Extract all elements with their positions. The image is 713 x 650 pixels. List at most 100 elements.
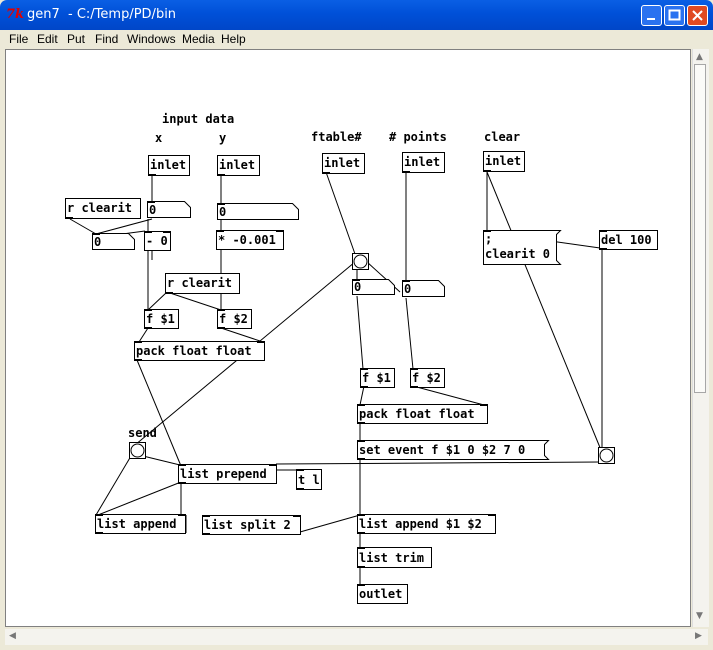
minimize-button[interactable] (641, 5, 662, 26)
cord (95, 455, 132, 516)
trigger-object[interactable]: t l (296, 469, 322, 490)
cord (166, 291, 222, 311)
object-label: r clearit (167, 276, 232, 290)
number-value: 0 (354, 280, 361, 294)
number-box-left[interactable]: 0 (92, 233, 135, 250)
inlet-clear-object[interactable]: inlet (483, 151, 525, 173)
object-label: f $2 (219, 312, 248, 326)
horizontal-scrollbar[interactable]: ◀ ▶ (5, 629, 708, 645)
close-icon (692, 10, 703, 21)
f1-object-2[interactable]: f $1 (360, 368, 395, 388)
object-label: pack float float (136, 344, 252, 358)
object-label: inlet (219, 158, 255, 172)
number-box-ftable[interactable]: 0 (352, 279, 395, 295)
menu-media[interactable]: Media (182, 32, 215, 46)
cord (95, 218, 153, 235)
number-value: 0 (404, 282, 411, 296)
number-box-y[interactable]: 0 (217, 203, 299, 220)
comment-y: y (219, 131, 226, 145)
cord (325, 171, 356, 255)
object-label: outlet (359, 587, 402, 601)
object-label: f $1 (146, 312, 175, 326)
comment-send: send (128, 426, 157, 440)
pack-object-2[interactable]: pack float float (357, 404, 488, 424)
number-value: 0 (219, 205, 226, 219)
scroll-left-icon[interactable]: ◀ (9, 631, 16, 641)
del-object[interactable]: del 100 (599, 230, 658, 250)
comment-clear: clear (484, 130, 520, 144)
f1-object[interactable]: f $1 (144, 309, 179, 329)
scroll-up-icon[interactable]: ▲ (696, 52, 703, 62)
cord (486, 171, 602, 451)
menu-windows[interactable]: Windows (127, 32, 176, 46)
object-label: - 0 (146, 234, 168, 248)
list-prepend-object[interactable]: list prepend (178, 464, 277, 484)
cord (220, 327, 264, 343)
menu-put[interactable]: Put (67, 32, 86, 46)
inlet-y-object[interactable]: inlet (217, 155, 260, 177)
list-split-object[interactable]: list split 2 (202, 515, 301, 535)
inlet-ftable-object[interactable]: inlet (322, 153, 365, 175)
object-label: r clearit (67, 201, 132, 215)
comment-input-data: input data (162, 112, 234, 126)
comment-x: x (155, 131, 162, 145)
minus-object[interactable]: - 0 (144, 231, 171, 251)
menu-help[interactable]: Help (221, 32, 246, 46)
list-trim-object[interactable]: list trim (357, 547, 432, 568)
r-clearit-object[interactable]: r clearit (65, 198, 141, 220)
r-clearit-object-2[interactable]: r clearit (165, 273, 240, 295)
cord (275, 461, 601, 465)
object-label: f $2 (412, 371, 441, 385)
bang-del[interactable] (598, 447, 615, 464)
minimize-icon (647, 18, 655, 20)
message-line: ; (485, 232, 492, 246)
cord (405, 297, 414, 370)
inlet-points-object[interactable]: inlet (402, 152, 445, 174)
cord (356, 295, 364, 370)
outlet-object[interactable]: outlet (357, 584, 408, 604)
object-label: list split 2 (204, 518, 291, 532)
number-box-points[interactable]: 0 (402, 280, 445, 297)
clear-message-box[interactable]: ; clearit 0 (483, 230, 562, 265)
window-title: gen7 - C:/Temp/PD/bin (27, 7, 177, 22)
inlet-x-object[interactable]: inlet (148, 155, 190, 177)
list-append-object[interactable]: list append (95, 514, 186, 534)
cord (69, 218, 97, 235)
bang-send[interactable] (129, 442, 146, 459)
menu-find[interactable]: Find (95, 32, 119, 46)
message-line: clearit 0 (485, 247, 550, 261)
close-button[interactable] (687, 5, 708, 26)
scroll-right-icon[interactable]: ▶ (695, 631, 702, 641)
number-value: 0 (94, 235, 101, 249)
set-event-message-box[interactable]: set event f $1 0 $2 7 0 (357, 440, 550, 460)
object-label: f $1 (362, 371, 391, 385)
object-label: t l (298, 473, 320, 487)
f2-object-2[interactable]: f $2 (410, 368, 445, 388)
object-label: list prepend (180, 467, 267, 481)
object-label: list append (97, 517, 176, 531)
f2-object[interactable]: f $2 (217, 309, 252, 329)
comment-points: # points (389, 130, 447, 144)
title-bar[interactable]: 7k gen7 - C:/Temp/PD/bin (0, 0, 713, 30)
menu-edit[interactable]: Edit (37, 32, 58, 46)
tk-feather-icon: 7k (6, 7, 25, 22)
multiply-object[interactable]: * -0.001 (216, 230, 284, 250)
bang-ftable[interactable] (352, 253, 369, 270)
cord (138, 327, 149, 343)
object-label: list trim (359, 551, 424, 565)
number-box-x[interactable]: 0 (147, 201, 191, 218)
object-label: * -0.001 (218, 233, 276, 247)
object-label: inlet (485, 154, 521, 168)
scroll-down-icon[interactable]: ▼ (696, 611, 703, 621)
list-append-args-object[interactable]: list append $1 $2 (357, 514, 496, 534)
menu-bar: File Edit Put Find Windows Media Help (0, 30, 713, 49)
cord (299, 514, 361, 533)
vertical-scroll-thumb[interactable] (694, 64, 706, 393)
cord (147, 291, 168, 311)
object-label: inlet (150, 158, 186, 172)
message-text: set event f $1 0 $2 7 0 (359, 443, 525, 457)
pack-object[interactable]: pack float float (134, 341, 265, 361)
object-label: list append $1 $2 (359, 517, 482, 531)
menu-file[interactable]: File (9, 32, 29, 46)
maximize-button[interactable] (664, 5, 685, 26)
